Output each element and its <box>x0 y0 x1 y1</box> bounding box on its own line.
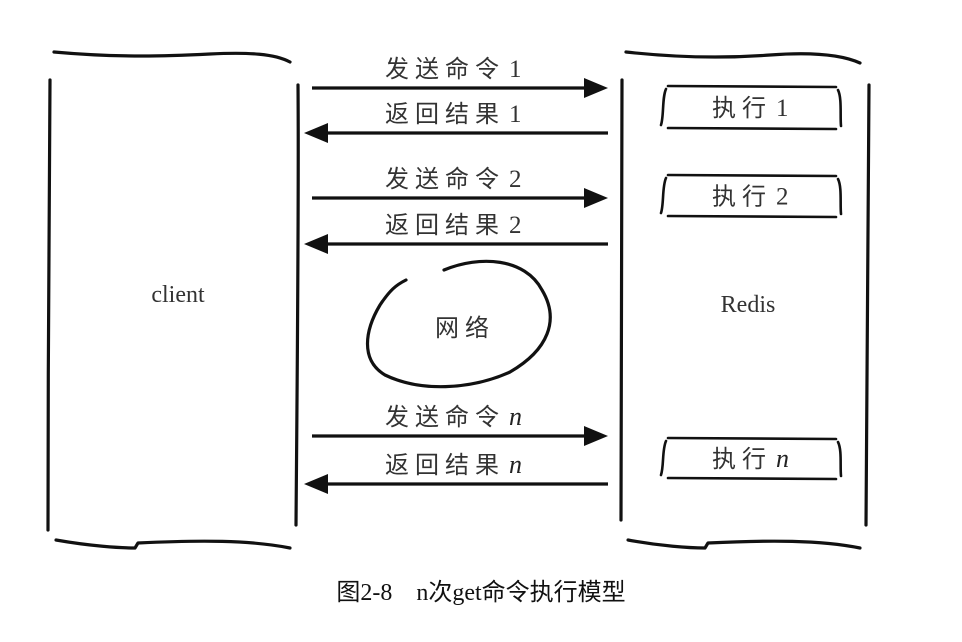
client-box-right-edge <box>294 83 300 527</box>
execution-box-top <box>666 436 838 441</box>
network-label: 网络 <box>435 314 495 342</box>
redis-box: Redis <box>618 50 871 550</box>
execution-box-top <box>666 173 838 178</box>
execution-box-top <box>666 84 838 89</box>
execution-index: 2 <box>776 184 789 211</box>
execution-box-right <box>836 177 843 216</box>
arrow-right-icon <box>584 78 608 98</box>
execution-index: n <box>776 444 789 473</box>
client-box-bottom-edge <box>54 538 292 550</box>
execution-box-right <box>836 440 843 478</box>
arrow-left-icon <box>304 474 328 494</box>
message-text: 返回结果 <box>385 100 505 128</box>
redis-box-right-edge <box>864 83 871 527</box>
figure-number: 图2-8 <box>336 580 393 606</box>
redis-label: Redis <box>721 292 776 318</box>
message-index: n <box>509 402 522 431</box>
execution-text: 执行 <box>712 183 772 211</box>
caption-gap <box>392 580 416 606</box>
arrow-left-icon <box>304 234 328 254</box>
message-text: 返回结果 <box>385 211 505 239</box>
message-text: 发送命令 <box>385 403 505 431</box>
message-index: 2 <box>509 212 522 239</box>
arrow-right-icon <box>584 426 608 446</box>
client-label: client <box>151 282 205 308</box>
message-text: 返回结果 <box>385 451 505 479</box>
execution-box-bottom <box>666 214 838 219</box>
figure-caption: 图2-8 n次get命令执行模型 <box>0 572 962 607</box>
network-outline <box>365 259 552 389</box>
network-cloud: 网络 <box>365 259 552 389</box>
message-index: 1 <box>509 101 522 128</box>
execution-box-left <box>659 439 668 477</box>
redis-box-top-edge <box>624 50 862 65</box>
message-index: n <box>509 450 522 479</box>
client-box: client <box>46 50 300 550</box>
client-box-top-edge <box>52 50 292 64</box>
redis-box-left-edge <box>618 78 624 522</box>
client-box-left-edge <box>46 78 52 532</box>
execution-index: 1 <box>776 95 789 122</box>
execution-box-bottom <box>666 476 838 481</box>
message-text: 发送命令 <box>385 165 505 193</box>
execution-box-right <box>836 88 843 128</box>
redis-box-bottom-edge <box>626 538 862 550</box>
execution-box-left <box>659 176 668 215</box>
execution-text: 执行 <box>712 445 772 473</box>
message-index: 2 <box>509 166 522 193</box>
execution-box-bottom <box>666 126 838 131</box>
execution-box-left <box>659 87 668 127</box>
execution-text: 执行 <box>712 94 772 122</box>
message-index: 1 <box>509 56 522 83</box>
message-text: 发送命令 <box>385 55 505 83</box>
arrow-left-icon <box>304 123 328 143</box>
figure-title: n次get命令执行模型 <box>416 580 626 606</box>
arrow-right-icon <box>584 188 608 208</box>
